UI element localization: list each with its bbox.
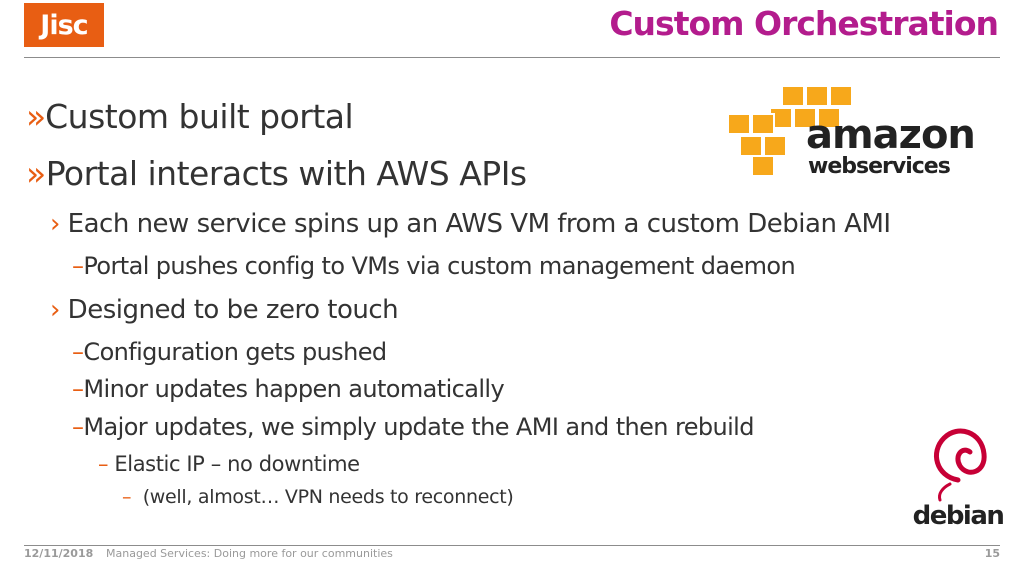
bullet-marker: –	[72, 375, 84, 403]
bullet-marker: »	[26, 97, 46, 136]
bullet-marker: –	[122, 486, 132, 508]
bullet-text: Major updates, we simply update the AMI …	[83, 413, 754, 441]
bullet-marker: »	[26, 154, 46, 193]
bullet-marker: ›	[50, 295, 60, 325]
bullet-text: Minor updates happen automatically	[83, 375, 505, 403]
bullet-marker: –	[72, 252, 84, 280]
aws-wordmark-amazon: amazon	[806, 112, 975, 158]
bullet-item: –Minor updates happen automatically	[72, 375, 505, 403]
bullet-item: –Major updates, we simply update the AMI…	[72, 413, 754, 441]
bullet-item: »Custom built portal	[26, 97, 354, 136]
page-number: 15	[984, 547, 1000, 560]
debian-wordmark: debian	[913, 501, 1004, 530]
bullet-item: › Designed to be zero touch	[50, 295, 399, 325]
bullet-text: Elastic IP – no downtime	[114, 452, 360, 476]
bullet-text: Configuration gets pushed	[83, 338, 387, 366]
aws-cubes-icon: amazon webservices	[727, 85, 976, 179]
bullet-item: –Configuration gets pushed	[72, 338, 387, 366]
jisc-logo-text: Jisc	[40, 9, 88, 41]
bullet-item: –Portal pushes config to VMs via custom …	[72, 252, 796, 280]
bullet-item: › Each new service spins up an AWS VM fr…	[50, 209, 891, 239]
bullet-marker: ›	[50, 209, 60, 239]
debian-logo: debian	[912, 414, 1005, 531]
bullet-item: – Elastic IP – no downtime	[98, 452, 360, 476]
bullet-marker: –	[98, 452, 109, 476]
bullet-marker: –	[72, 413, 84, 441]
jisc-logo: Jisc	[24, 3, 104, 47]
bullet-text: Each new service spins up an AWS VM from…	[67, 209, 891, 239]
debian-swirl-icon: debian	[913, 428, 1005, 531]
footer-divider	[24, 545, 1000, 546]
bullet-text: Portal interacts with AWS APIs	[45, 154, 527, 193]
footer-text: Managed Services: Doing more for our com…	[106, 547, 393, 560]
bullet-item: »Portal interacts with AWS APIs	[26, 154, 527, 193]
footer-date: 12/11/2018	[24, 547, 94, 560]
bullet-item: – (well, almost… VPN needs to reconnect)	[122, 486, 514, 508]
aws-logo: amazon webservices	[726, 82, 978, 180]
slide-title: Custom Orchestration	[609, 4, 999, 43]
bullet-text: Portal pushes config to VMs via custom m…	[83, 252, 796, 280]
title-divider	[24, 57, 1000, 58]
bullet-text: Custom built portal	[45, 97, 354, 136]
bullet-text: (well, almost… VPN needs to reconnect)	[142, 486, 514, 508]
aws-wordmark-webservices: webservices	[808, 154, 951, 179]
bullet-text: Designed to be zero touch	[67, 295, 399, 325]
bullet-marker: –	[72, 338, 84, 366]
